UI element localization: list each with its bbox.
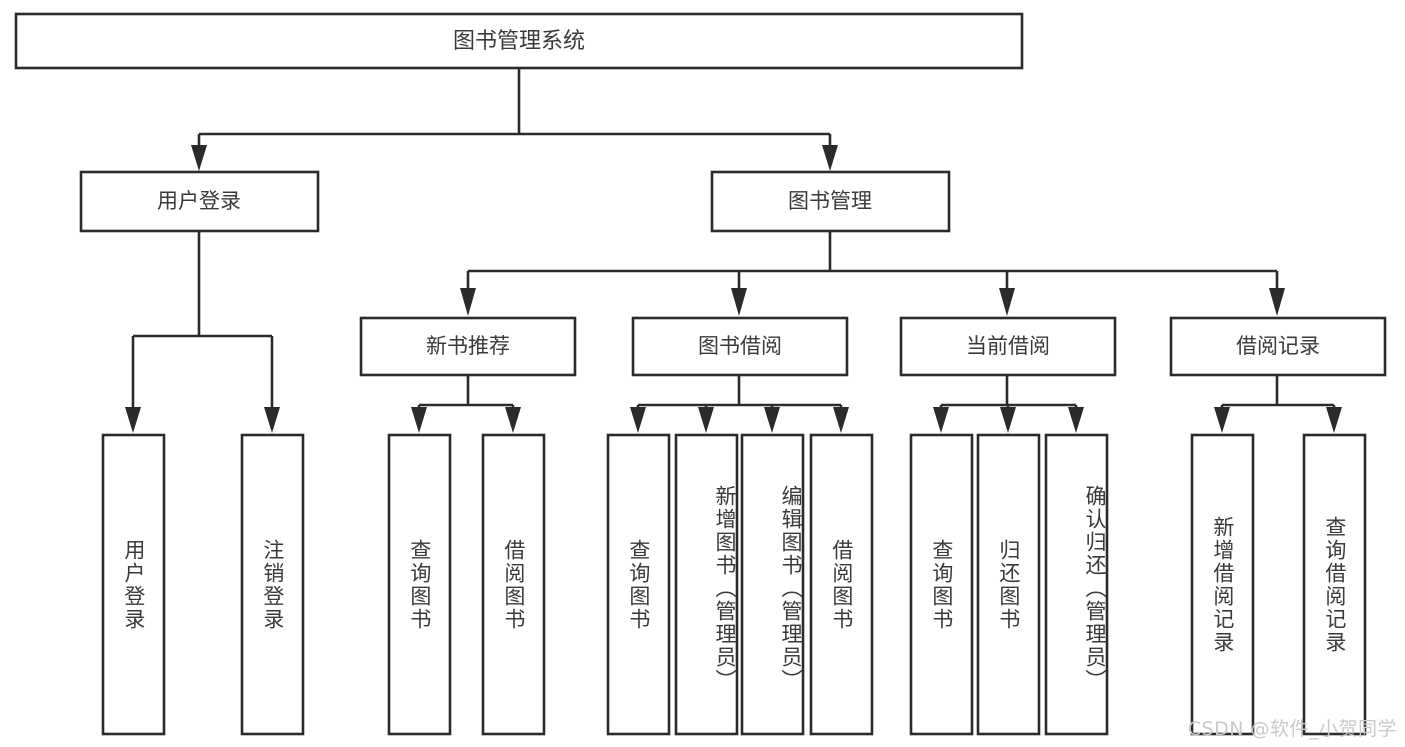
node-new-book-recommend-label: 新书推荐 <box>426 334 510 358</box>
arrow-head-leaf-br-1 <box>1214 407 1230 433</box>
arrow-head-leaf-bb-2 <box>698 407 714 433</box>
node-root-rect[interactable] <box>14 12 1024 70</box>
arrow-head-leaf-cb-3 <box>1068 407 1084 433</box>
arrow-head-leaf-br-2 <box>1326 407 1342 433</box>
arrow-head-leaf-cb-1 <box>933 407 949 433</box>
node-root-label: 图书管理系统 <box>453 29 585 54</box>
node-borrow-record-label: 借阅记录 <box>1236 334 1320 358</box>
leaf-br-add-record-rect[interactable] <box>1190 433 1255 736</box>
node-borrow-record[interactable]: 借阅记录 <box>1169 316 1387 377</box>
leaf-nb-query-book-rect[interactable] <box>387 433 452 736</box>
node-book-borrow-label: 图书借阅 <box>698 334 782 358</box>
leaf-cb-return-book-rect[interactable] <box>976 433 1041 736</box>
arrow-head-user-login <box>191 145 207 171</box>
node-borrow-record-rect[interactable] <box>1169 316 1387 377</box>
arrow-head-book-borrow <box>731 288 747 316</box>
arrow-head-leaf-bb-3 <box>764 407 780 433</box>
leaf-bb-borrow-book-rect[interactable] <box>809 433 874 736</box>
leaf-cb-confirm-return-rect[interactable] <box>1044 433 1109 736</box>
arrow-head-leaf-user-login <box>125 407 141 433</box>
node-current-borrow-label: 当前借阅 <box>966 334 1050 358</box>
leaf-bb-edit-book-rect[interactable] <box>740 433 805 736</box>
csdn-watermark: CSDN @软件_小贺同学 <box>1187 718 1397 740</box>
node-user-login-rect[interactable] <box>79 170 320 233</box>
arrow-head-borrow-record <box>1269 288 1285 316</box>
node-user-login-label: 用户登录 <box>157 189 241 213</box>
node-new-book-recommend[interactable]: 新书推荐 <box>359 316 577 377</box>
leaf-nb-borrow-book-rect[interactable] <box>481 433 546 736</box>
arrow-head-leaf-nb-2 <box>505 407 521 433</box>
arrow-head-leaf-nb-1 <box>411 407 427 433</box>
leaf-logout-rect[interactable] <box>240 433 305 736</box>
node-current-borrow[interactable]: 当前借阅 <box>899 316 1117 377</box>
arrow-head-leaf-logout <box>264 407 280 433</box>
node-book-management-rect[interactable] <box>710 170 951 233</box>
arrow-head-leaf-bb-1 <box>630 407 646 433</box>
node-root[interactable]: 图书管理系统 <box>14 12 1024 70</box>
arrow-head-leaf-cb-2 <box>1000 407 1016 433</box>
leaf-cb-query-book-rect[interactable] <box>909 433 974 736</box>
leaf-bb-query-book-rect[interactable] <box>606 433 671 736</box>
node-book-management-label: 图书管理 <box>788 189 872 213</box>
arrow-head-book-mgmt <box>822 145 838 171</box>
arrow-head-leaf-bb-4 <box>833 407 849 433</box>
leaf-bb-add-book-rect[interactable] <box>674 433 739 736</box>
node-user-login[interactable]: 用户登录 <box>79 170 320 233</box>
leaf-br-query-record-rect[interactable] <box>1302 433 1367 736</box>
node-new-book-recommend-rect[interactable] <box>359 316 577 377</box>
node-current-borrow-rect[interactable] <box>899 316 1117 377</box>
leaf-user-login-rect[interactable] <box>101 433 166 736</box>
arrow-head-new-book <box>460 288 476 316</box>
node-book-management[interactable]: 图书管理 <box>710 170 951 233</box>
node-book-borrow-rect[interactable] <box>631 316 849 377</box>
arrow-head-current-borrow <box>999 288 1015 316</box>
node-book-borrow[interactable]: 图书借阅 <box>631 316 849 377</box>
